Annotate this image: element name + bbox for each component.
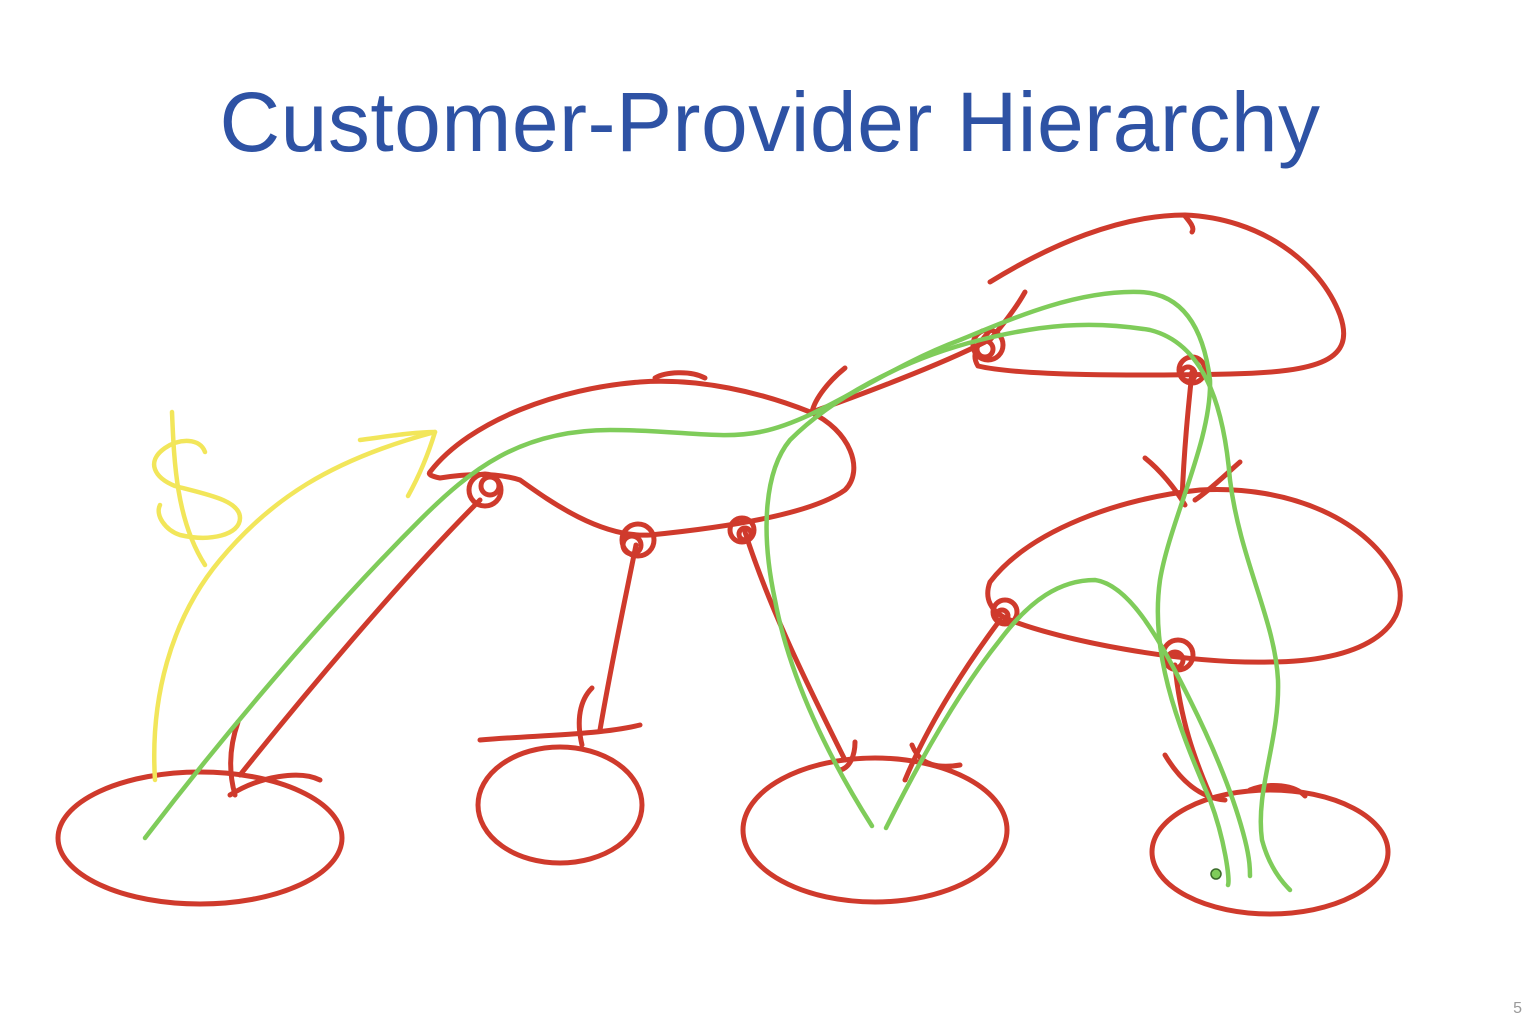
link-customer2-tick-a — [576, 685, 595, 748]
slide-title: Customer-Provider Hierarchy — [219, 75, 1321, 169]
dollar-sign-icon — [152, 438, 243, 540]
customer-cloud-4-bump — [1247, 782, 1308, 799]
payment-annotation — [152, 409, 438, 783]
customer-cloud-3 — [740, 755, 1010, 905]
link-customer2-tick-b — [477, 722, 643, 743]
route-customer3-to-top — [764, 322, 1293, 893]
customer-cloud-2 — [475, 744, 645, 866]
link-customer2-middle — [597, 542, 639, 733]
dollar-sign-stroke — [169, 409, 208, 568]
customer-cloud-1-bump — [227, 772, 323, 798]
route-endpoint-dot — [1210, 868, 1222, 880]
link-customer3-rightmid — [902, 617, 1003, 783]
provider-links — [228, 289, 1243, 803]
payment-arrow — [152, 429, 438, 783]
link-customer4-tick — [1162, 752, 1228, 803]
link-customer3-tick-b — [909, 742, 963, 769]
route-customer3-to-customer4 — [883, 577, 1253, 879]
traffic-routes — [142, 289, 1293, 893]
router-loop-6 — [990, 597, 1020, 627]
link-customer1-middle — [237, 497, 483, 778]
router-loop-2 — [619, 521, 657, 559]
provider-cloud-right-middle — [985, 487, 1403, 665]
provider-cloud-top-right — [972, 212, 1347, 378]
route-customer1-to-customer4 — [142, 289, 1231, 888]
customer-cloud-4 — [1149, 787, 1391, 917]
network-clouds — [55, 212, 1403, 917]
router-loops — [466, 327, 1208, 673]
link-middle-top-tick-a — [809, 365, 848, 415]
link-customer3-tick-a — [837, 739, 858, 773]
payment-arrow-head — [357, 429, 438, 499]
link-customer3-middle — [742, 529, 848, 763]
link-customer1-tick — [228, 719, 241, 798]
customer-cloud-1 — [55, 769, 345, 907]
router-loop-3 — [727, 515, 757, 545]
provider-cloud-top-right-tick — [1182, 213, 1196, 235]
router-loop-1 — [466, 471, 504, 509]
link-rightmid-top-tick-b — [1192, 459, 1243, 503]
provider-cloud-middle-bump — [652, 370, 708, 381]
slide-number: 5 — [1513, 1000, 1522, 1017]
